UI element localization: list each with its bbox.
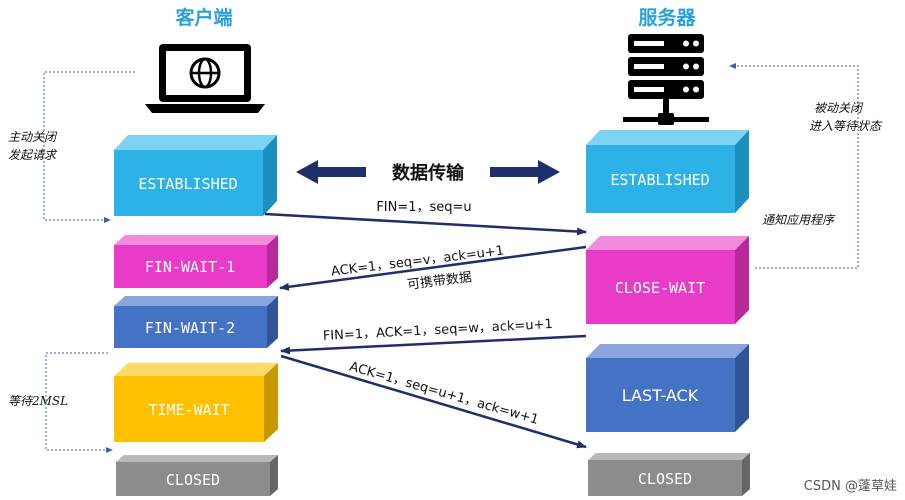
passive-close-note: 被动关闭 bbox=[814, 101, 864, 115]
ack1-note: 可携带数据 bbox=[406, 269, 472, 293]
client-state-label: CLOSED bbox=[166, 471, 220, 489]
passive-close-bracket bbox=[729, 63, 859, 269]
wait-2msl-bracket bbox=[45, 352, 113, 453]
active-close-note: 发起请求 bbox=[8, 148, 58, 162]
server-state-label: LAST-ACK bbox=[622, 386, 699, 405]
ack1-arrow bbox=[279, 245, 587, 291]
server-state-closed: CLOSED bbox=[588, 453, 750, 496]
data-transfer-label: 数据传输 bbox=[392, 162, 465, 184]
data-transfer-arrow: 数据传输 bbox=[296, 160, 560, 184]
server-state-label: CLOSED bbox=[638, 470, 692, 488]
client-state-fin-wait-2: FIN-WAIT-2 bbox=[114, 296, 278, 348]
ack2-arrow bbox=[280, 354, 587, 449]
fin1-label: FIN=1，seq=u bbox=[376, 200, 471, 215]
server-state-label: CLOSE-WAIT bbox=[615, 279, 705, 297]
ack1-label: ACK=1，seq=v，ack=u+1 bbox=[330, 243, 505, 279]
client-state-label: ESTABLISHED bbox=[138, 175, 237, 193]
client-state-fin-wait-1: FIN-WAIT-1 bbox=[114, 235, 278, 288]
watermark: CSDN @蓬草娃 bbox=[804, 479, 897, 494]
laptop-icon bbox=[145, 44, 265, 113]
server-state-last-ack: LAST-ACK bbox=[586, 344, 749, 432]
client-state-label: TIME-WAIT bbox=[148, 401, 229, 419]
wait-2msl-note: 等待2MSL bbox=[8, 394, 68, 408]
server-state-label: ESTABLISHED bbox=[610, 171, 709, 189]
ack2-label: ACK=1，seq=u+1，ack=w+1 bbox=[348, 359, 541, 427]
active-close-bracket bbox=[43, 71, 135, 223]
fin1-arrow bbox=[264, 212, 587, 236]
server-rack-icon bbox=[623, 34, 709, 125]
active-close-note: 主动关闭 bbox=[8, 130, 58, 144]
notify-app-note: 通知应用程序 bbox=[762, 213, 836, 227]
server-title: 服务器 bbox=[638, 6, 696, 29]
server-state-established: ESTABLISHED bbox=[586, 130, 749, 213]
passive-close-note: 进入等待状态 bbox=[809, 119, 883, 133]
server-state-close-wait: CLOSE-WAIT bbox=[586, 236, 749, 324]
client-state-label: FIN-WAIT-1 bbox=[145, 258, 235, 276]
client-state-closed: CLOSED bbox=[116, 455, 278, 496]
client-state-label: FIN-WAIT-2 bbox=[145, 319, 235, 337]
client-state-established: ESTABLISHED bbox=[114, 135, 277, 216]
client-state-time-wait: TIME-WAIT bbox=[114, 363, 278, 442]
client-title: 客户端 bbox=[175, 6, 232, 29]
fin2-arrow bbox=[280, 334, 587, 355]
